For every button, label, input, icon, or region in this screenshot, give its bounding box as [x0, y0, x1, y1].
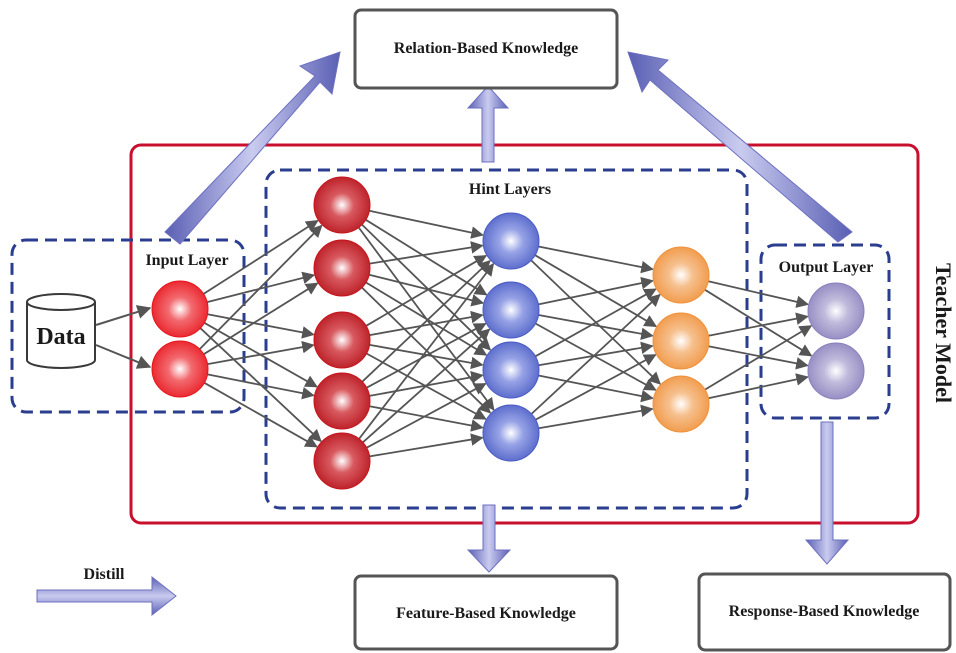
hint-to-feature-arrow — [466, 504, 512, 573]
connection-line — [366, 322, 487, 389]
input-layer-node — [151, 280, 209, 338]
hint-layers-label: Hint Layers — [469, 181, 551, 198]
hint-layer-1-node — [313, 176, 371, 234]
response-knowledge-label: Response-Based Knowledge — [729, 603, 920, 620]
output-layer-label: Output Layer — [779, 259, 874, 276]
output-layer-group — [759, 243, 891, 420]
data-cylinder-icon: Data — [26, 293, 96, 369]
hint-layer-2-node — [482, 281, 540, 339]
connection-line — [365, 254, 488, 327]
connection-line — [538, 245, 654, 274]
connection-line — [369, 209, 484, 239]
relation-knowledge-label: Relation-Based Knowledge — [394, 40, 578, 57]
output-to-relation-arrow — [627, 51, 853, 243]
connection-line — [362, 328, 491, 443]
network-nodes — [151, 176, 865, 490]
data-label: Data — [36, 324, 85, 350]
feature-knowledge-label: Feature-Based Knowledge — [396, 605, 576, 622]
feature-knowledge-box: Feature-Based Knowledge — [353, 574, 619, 651]
hint-layer-2-node — [482, 404, 540, 462]
connection-line — [369, 405, 484, 432]
connection-line — [708, 345, 809, 370]
connection-line — [538, 314, 654, 340]
connection-line — [704, 325, 813, 391]
connection-line — [534, 254, 658, 328]
connection-line — [203, 282, 319, 355]
connection-line — [207, 373, 315, 400]
hint-layer-2-node — [482, 341, 540, 399]
connection-line — [369, 433, 484, 458]
connection-line — [207, 340, 315, 365]
connection-line — [538, 404, 654, 430]
connection-line — [708, 280, 810, 308]
hint-layer-3-node — [652, 312, 710, 370]
connection-line — [207, 313, 315, 339]
connection-line — [535, 354, 657, 421]
connection-line — [369, 241, 484, 265]
distill-legend-arrow — [36, 575, 177, 617]
hint-layer-3-node — [652, 246, 710, 304]
connection-line — [708, 312, 809, 337]
connection-line — [369, 310, 484, 336]
connection-line — [530, 293, 661, 415]
connection-line — [358, 263, 495, 440]
input-layer-group — [10, 238, 246, 414]
network-connections — [199, 209, 813, 458]
hint-layers-group — [264, 168, 749, 510]
connection-line — [203, 382, 318, 448]
connection-line — [538, 276, 654, 306]
connection-line — [708, 373, 809, 400]
hint-layer-2-node — [482, 212, 540, 270]
teacher-model-label: Teacher Model — [931, 263, 956, 403]
input-to-relation-arrow — [164, 51, 341, 245]
input-layer-label: Input Layer — [145, 252, 228, 269]
teacher-model-frame — [129, 143, 920, 525]
distill-label: Distill — [84, 566, 125, 583]
output-layer-node — [807, 342, 865, 400]
connection-line — [534, 288, 657, 358]
knowledge-arrows — [36, 51, 853, 617]
connection-line — [361, 260, 491, 383]
output-layer-node — [807, 282, 865, 340]
connection-line — [704, 288, 813, 357]
connection-line — [199, 224, 323, 350]
data-to-input-arrows — [95, 305, 152, 369]
hint-to-relation-arrow — [466, 85, 510, 163]
relation-knowledge-box: Relation-Based Knowledge — [353, 8, 619, 90]
hint-layer-1-node — [313, 239, 371, 297]
hint-layer-1-node — [313, 311, 371, 369]
connection-line — [535, 322, 657, 391]
connection-line — [203, 219, 319, 295]
hint-layer-1-node — [313, 372, 371, 430]
connection-line — [365, 281, 488, 356]
response-knowledge-box: Response-Based Knowledge — [697, 572, 952, 652]
output-to-response-arrow — [804, 421, 850, 565]
hint-layer-3-node — [652, 375, 710, 433]
connection-line — [366, 382, 487, 449]
input-layer-node — [151, 340, 209, 398]
hint-layer-1-node — [313, 432, 371, 490]
connection-line — [361, 223, 492, 351]
connection-line — [368, 273, 485, 307]
